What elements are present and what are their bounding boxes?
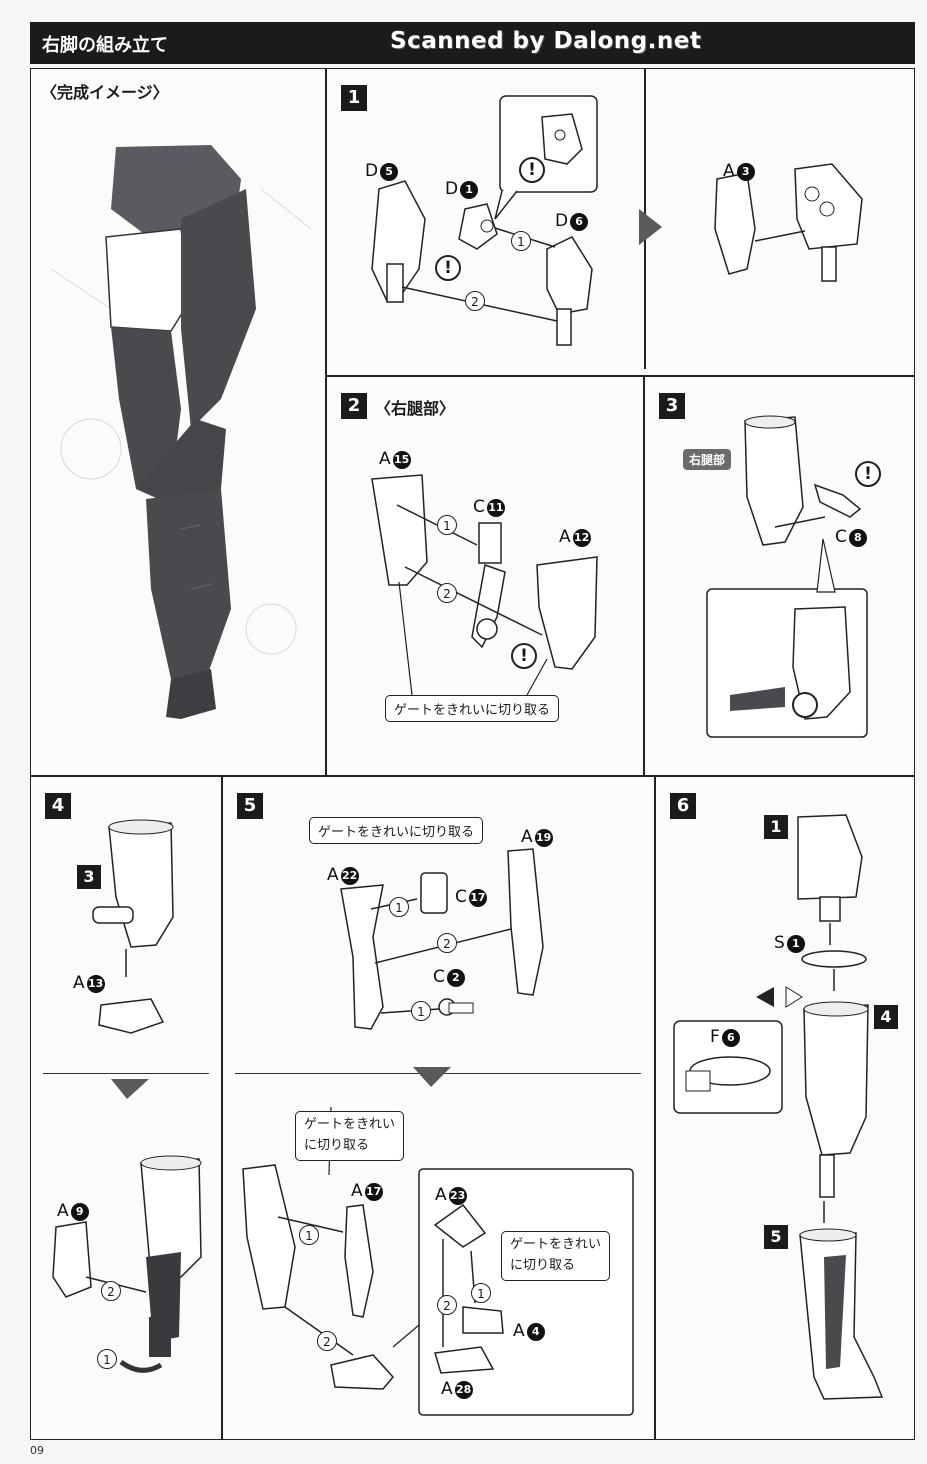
gate-trim-callout: ゲートをきれいに切り取る — [385, 695, 560, 722]
step-2-number: 2 — [341, 393, 367, 419]
step-1-number: 1 — [341, 85, 367, 111]
step-4-separator — [43, 1073, 209, 1074]
step-5-seq-1: 1 — [389, 897, 409, 917]
step-3-number: 3 — [659, 393, 685, 419]
step-5-seq-2: 2 — [437, 933, 457, 953]
warning-icon: ! — [435, 255, 461, 281]
completed-image-panel: 〈完成イメージ〉 — [30, 68, 326, 776]
step-5-number: 5 — [237, 793, 263, 819]
step-6-diagram — [673, 814, 884, 1400]
callout-line: に切り取る — [510, 1257, 576, 1273]
warning-icon: ! — [511, 643, 537, 669]
step-5-seq-1c: 1 — [299, 1225, 319, 1245]
step-4-ref-3: 3 — [77, 865, 101, 889]
step-1-diagram — [371, 95, 863, 346]
header-bar: 右脚の組み立て Scanned by Dalong.net — [30, 22, 915, 64]
step-5-seq-2b: 2 — [317, 1331, 337, 1351]
step-5-seq-1b: 1 — [411, 1001, 431, 1021]
step-4-seq-1: 1 — [97, 1349, 117, 1369]
step-1-seq-1: 1 — [511, 231, 531, 251]
step-5-diagram — [242, 848, 634, 1416]
right-thigh-tag: 右腿部 — [683, 449, 732, 470]
page-number: 09 — [30, 1444, 44, 1457]
step-3-diagram — [706, 415, 868, 738]
page-title: 右脚の組み立て — [42, 35, 168, 56]
step-2-title: 〈右腿部〉 — [375, 399, 456, 418]
step-2-seq-1: 1 — [437, 515, 457, 535]
callout-line: に切り取る — [304, 1137, 370, 1153]
scan-watermark: Scanned by Dalong.net — [390, 28, 702, 54]
step-1-seq-2: 2 — [465, 291, 485, 311]
gate-trim-callout-top: ゲートをきれいに切り取る — [309, 817, 484, 844]
step-4-seq-2: 2 — [101, 1281, 121, 1301]
step-5-seq-2c: 2 — [437, 1295, 457, 1315]
step-4-diagram — [52, 819, 202, 1373]
gate-trim-callout-mid: ゲートをきれい に切り取る — [295, 1111, 405, 1161]
callout-line: ゲートをきれい — [304, 1117, 396, 1132]
step-2-seq-2: 2 — [437, 583, 457, 603]
warning-icon: ! — [855, 461, 881, 487]
completed-heading: 〈完成イメージ〉 — [41, 83, 169, 102]
step-6-ref-1: 1 — [764, 815, 788, 839]
step-2-diagram — [371, 474, 598, 696]
step-6-ref-4: 4 — [874, 1005, 898, 1029]
warning-icon: ! — [519, 157, 545, 183]
step-4-number: 4 — [45, 793, 71, 819]
step-5-seq-1d: 1 — [471, 1283, 491, 1303]
step-6-ref-5: 5 — [764, 1225, 788, 1249]
completed-leg-illustration — [50, 145, 312, 719]
gate-trim-callout-box: ゲートをきれい に切り取る — [501, 1231, 611, 1281]
callout-line: ゲートをきれい — [510, 1237, 602, 1252]
step-6-number: 6 — [670, 793, 696, 819]
